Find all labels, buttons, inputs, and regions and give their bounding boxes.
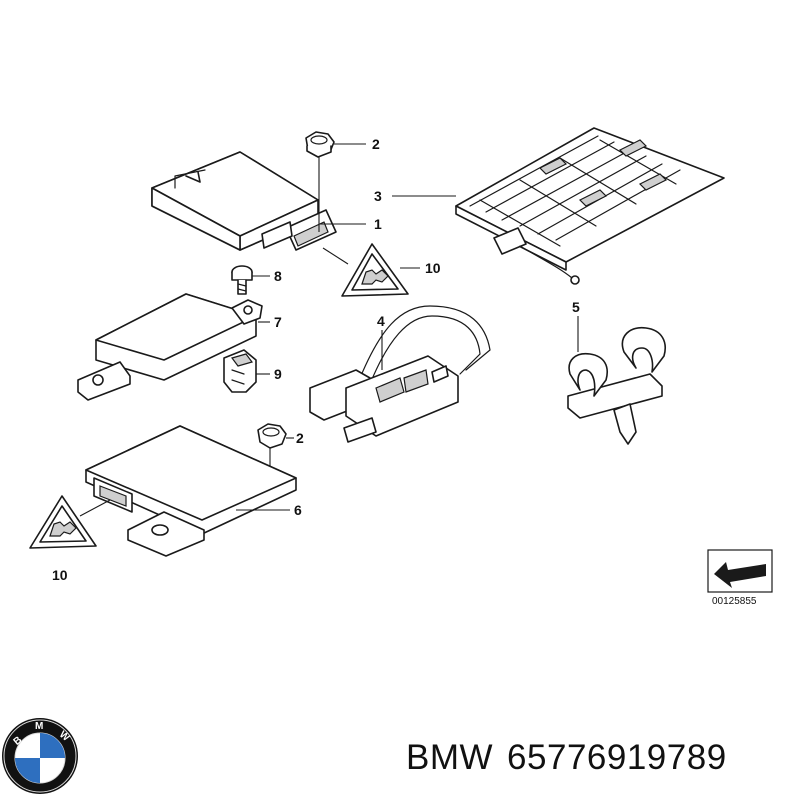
warning-triangle-icon: 10: [29, 495, 111, 583]
part-8-screw: 8: [231, 265, 282, 295]
part-7-sensor: 7: [77, 293, 282, 401]
callout-1: 1: [374, 216, 382, 232]
bmw-logo: B M W: [2, 718, 78, 794]
warning-triangle-icon: 10: [322, 243, 441, 297]
part-4-harness: 4: [309, 305, 491, 443]
part-number: 65776919789: [507, 738, 727, 777]
part-caption: BMW 65776919789: [406, 738, 741, 778]
callout-6: 6: [294, 502, 302, 518]
callout-5: 5: [572, 299, 580, 315]
callout-8: 8: [274, 268, 282, 284]
svg-text:M: M: [35, 721, 43, 732]
part-2-nut-bottom: 2: [257, 423, 304, 470]
callout-7: 7: [274, 314, 282, 330]
callout-9: 9: [274, 366, 282, 382]
arrow-icon: [714, 562, 766, 588]
part-5-cable-clip: 5: [567, 299, 666, 445]
part-6-control-unit: 6: [85, 425, 302, 557]
reference-box: 00125855: [707, 549, 773, 607]
callout-2-top: 2: [372, 136, 380, 152]
callout-2-bottom: 2: [296, 430, 304, 446]
part-1-control-unit: [151, 151, 337, 251]
part-3-seat-mat: 3: [374, 127, 725, 285]
brand-name: BMW: [406, 738, 494, 777]
callout-4: 4: [377, 313, 385, 329]
reference-number: 00125855: [712, 596, 757, 607]
part-9-clip-nut: 9: [223, 349, 282, 393]
part-2-nut-top: 2: [305, 131, 380, 232]
callout-10-top: 10: [425, 260, 441, 276]
callout-10-bottom: 10: [52, 567, 68, 583]
callout-3: 3: [374, 188, 382, 204]
